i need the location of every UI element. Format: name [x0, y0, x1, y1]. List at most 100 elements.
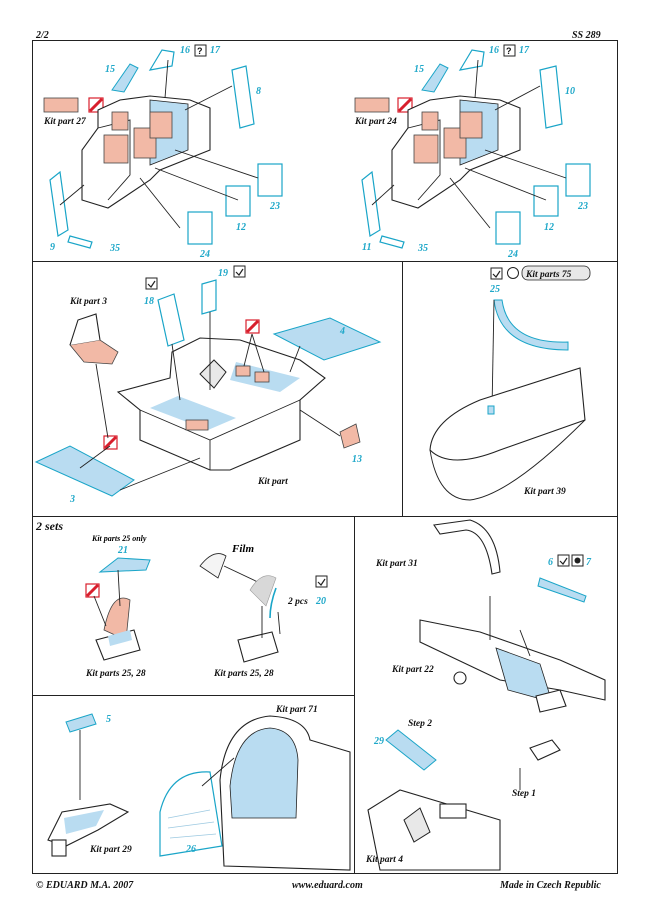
svg-text:?: ?: [506, 46, 512, 56]
pe-part-13: [339, 423, 361, 449]
film-mirror: [249, 575, 277, 607]
num-15: 15: [414, 64, 424, 75]
svg-text:?: ?: [197, 46, 203, 56]
divider-row1: [32, 261, 618, 262]
instruction-frame: [32, 40, 618, 874]
question-symbol: [503, 44, 516, 57]
pe-part-35: [67, 235, 93, 249]
kit-part-22: [453, 671, 467, 685]
film-sheet: [199, 553, 227, 579]
num-5: 5: [106, 714, 111, 725]
pe-part-6: [537, 577, 587, 603]
divider-col-row2: [402, 261, 403, 516]
pe-part-21: [98, 557, 151, 573]
flesh-panel-d: [111, 111, 129, 131]
seat-block: [237, 631, 279, 663]
pe-part-15: [111, 63, 139, 93]
panel3-canopy-frame: Kit parts 75 25 Kit part 39: [429, 265, 591, 501]
panel6-canopy-rail: Kit part 31 6 7 Kit part 22 Step 2 29 St…: [365, 519, 606, 871]
page-number: 2/2: [36, 30, 49, 41]
pe-part-29: [385, 729, 437, 771]
two-pcs-label: 2 pcs: [287, 597, 308, 607]
pe-part-19: [201, 279, 217, 315]
two-sets-title: 2 sets: [35, 519, 63, 533]
kit-part-39-label: Kit part 39: [523, 487, 566, 497]
num-19: 19: [218, 268, 228, 279]
pe-part-18: [157, 293, 185, 347]
bend-symbol: [507, 267, 519, 279]
check-symbol: [490, 267, 503, 280]
check-symbol: [145, 277, 158, 290]
num-17: 17: [519, 45, 530, 56]
num-23: 23: [577, 201, 588, 212]
parts-25-only-label: Kit parts 25 only: [91, 534, 147, 543]
pe-part-4: [272, 317, 382, 361]
num-11: 11: [362, 242, 371, 253]
kit-parts-75-tag: [521, 265, 591, 281]
step1-label: Step 1: [512, 789, 536, 799]
panel2-cockpit: Kit part 3 Kit part 18 19 4 13 3: [34, 265, 382, 505]
kit-part-71-label: Kit part 71: [275, 705, 318, 715]
num-23: 23: [269, 201, 280, 212]
website-link[interactable]: www.eduard.com: [292, 880, 363, 891]
pe-part-11: [361, 170, 381, 237]
num-18: 18: [144, 296, 154, 307]
num-9: 9: [50, 242, 55, 253]
origin-note: Made in Czech Republic: [500, 880, 601, 891]
kit-part-31-label: Kit part 31: [375, 559, 418, 569]
num-25: 25: [489, 284, 500, 295]
num-20: 20: [315, 596, 326, 607]
divider-row2: [32, 516, 618, 517]
control-stick-base: [199, 359, 227, 389]
check-symbol: [315, 575, 328, 588]
num-35: 35: [417, 243, 428, 254]
kit-part-24-label: Kit part 24: [354, 117, 397, 127]
pe-part-35: [379, 235, 405, 249]
kit-part-27-label: Kit part 27: [43, 117, 87, 127]
pe-part-23: [257, 163, 283, 197]
pe-part-24: [187, 211, 213, 245]
panel5-bulkhead: 5 Kit part 29 Kit part 71 26: [47, 705, 351, 871]
fuselage-section: [429, 367, 586, 461]
flesh-panel-a: [103, 134, 129, 164]
panel1-right: ? Kit part 24 15 16 17 10 11 35 24 12 23: [354, 44, 591, 260]
pe-part-15: [421, 63, 449, 93]
pe-part-16: [458, 49, 485, 71]
pe-part-12: [225, 185, 251, 217]
paint-swatch: [354, 97, 390, 113]
panel1-left: ? Kit part 27 15 16 17 8 9 35 24 12 23: [43, 44, 283, 260]
pe-part-16: [148, 49, 175, 71]
kit-parts-25-28-right: Kit parts 25, 28: [213, 669, 274, 679]
num-12: 12: [236, 222, 246, 233]
num-10: 10: [565, 86, 575, 97]
panel4-mirror-parts: 2 sets Kit parts 25 only 21 Kit parts 25…: [35, 519, 328, 679]
set-code: SS 289: [572, 30, 601, 41]
pe-part-9: [49, 170, 69, 237]
num-4: 4: [339, 326, 345, 337]
pe-part-12: [533, 185, 559, 217]
pe-part-3: [34, 445, 135, 497]
red-paint-slash: [88, 97, 104, 113]
pe-part-5: [65, 713, 97, 733]
check-symbol: [557, 554, 570, 567]
kit-part-label: Kit part: [257, 477, 288, 487]
num-35: 35: [109, 243, 120, 254]
num-15: 15: [105, 64, 115, 75]
headrest: [103, 597, 131, 641]
num-12: 12: [544, 222, 554, 233]
num-26: 26: [185, 844, 196, 855]
canopy-arch: [433, 519, 501, 575]
num-13: 13: [352, 454, 362, 465]
num-16: 16: [180, 45, 190, 56]
step2-label: Step 2: [408, 719, 432, 729]
kit-parts-75-label: Kit parts 75: [525, 270, 572, 280]
cockpit-nose-section: [367, 789, 501, 871]
num-17: 17: [210, 45, 221, 56]
num-16: 16: [489, 45, 499, 56]
seat-cushion: [69, 339, 119, 365]
film-label: Film: [231, 543, 254, 555]
num-21: 21: [117, 545, 128, 556]
kit-part-4: [403, 807, 431, 843]
paint-swatch: [43, 97, 79, 113]
